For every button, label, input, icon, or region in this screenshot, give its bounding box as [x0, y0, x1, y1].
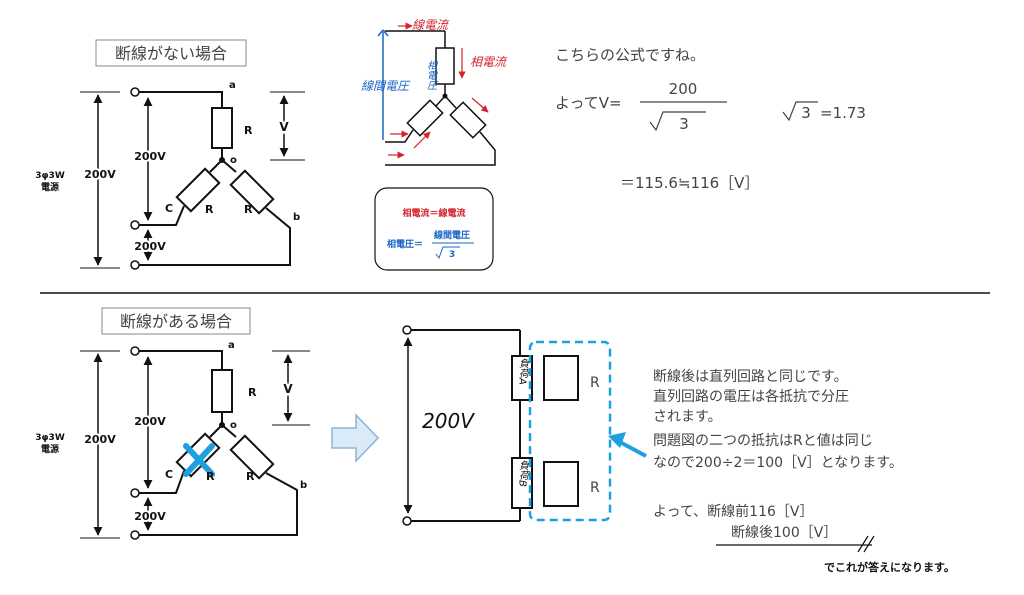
formula-sqrt-sign: [649, 111, 706, 132]
bottom-node-a: a: [228, 340, 235, 351]
top-node-a: a: [229, 80, 236, 91]
bottom-node-o: o: [230, 420, 237, 431]
bottom-v200-bot: 200V: [134, 510, 166, 523]
answer-line2: 断線後100［V］: [731, 525, 837, 541]
top-node-b: b: [293, 212, 300, 223]
bottom-source-label-2: 電源: [41, 443, 59, 455]
series-r1: R: [590, 375, 600, 391]
top-resistor-c: [175, 167, 221, 213]
top-label-r-right: R: [244, 203, 253, 216]
formula-result: ＝115.6≒116［V］: [620, 174, 759, 192]
expl-line5: なので200÷2＝100［V］となります。: [653, 455, 903, 471]
top-source-label-2: 電源: [41, 181, 59, 193]
bottom-title-box: [101, 307, 251, 335]
sketch-line-current: 線電流: [412, 18, 450, 32]
sketch-box-eq2-den: 3: [449, 250, 455, 260]
formula-line1: こちらの公式ですね。: [555, 46, 705, 64]
sketch-box-eq2-num: 線間電圧: [434, 229, 470, 241]
formula-den: 3: [679, 115, 689, 133]
sketch-formula-box: [374, 187, 494, 271]
bottom-label-v: V: [283, 382, 293, 396]
bottom-circuit: 断線がある場合 3φ3W 電源 200V 200V 200V: [35, 307, 310, 540]
load-b-label: 負荷B: [517, 460, 529, 487]
bottom-label-r-top: R: [248, 386, 257, 399]
answer-line1: よって、断線前116［V］: [653, 503, 813, 520]
formula-sqrt-den: 3: [801, 104, 811, 122]
bottom-v200-mid: 200V: [134, 415, 166, 428]
top-v200-mid: 200V: [134, 150, 166, 163]
bottom-source-label-1: 3φ3W: [35, 433, 65, 443]
top-circuit: 断線がない場合 3φ3W 電源 200V 200V 200V: [35, 39, 305, 270]
top-label-v: V: [279, 120, 289, 134]
series-circuit-voltage: 200V: [422, 409, 475, 433]
formula-sqrt-val: =1.73: [820, 104, 866, 122]
explanation-block: 断線後は直列回路と同じです。 直列回路の電圧は各抵抗で分圧 されます。 問題図の…: [653, 368, 955, 574]
top-label-r-left: R: [205, 203, 214, 216]
load-b-resistor: [511, 457, 533, 509]
equivalent-highlight-box: [528, 340, 612, 522]
bottom-label-r-left: R: [206, 470, 215, 483]
top-label-c: C: [165, 202, 173, 215]
expl-line4: 問題図の二つの抵抗はRと値は同じ: [653, 433, 873, 449]
top-terminal-b: [130, 260, 140, 270]
bottom-node-b: b: [300, 480, 307, 491]
sketch-line-voltage: 線間電圧: [361, 79, 411, 93]
top-v200-bot: 200V: [134, 240, 166, 253]
formula-block: こちらの公式ですね。 よってV= 200 3 3 =1.73 ＝115.6≒11…: [555, 46, 866, 192]
bottom-title: 断線がある場合: [120, 312, 232, 331]
sketch-phase-current: 相電流: [470, 55, 508, 69]
load-a-resistor: [511, 355, 533, 401]
top-resistor-a: [211, 107, 233, 149]
formula-prefix: よってV=: [555, 94, 622, 112]
bottom-v200-left: 200V: [84, 433, 116, 446]
expl-line1: 断線後は直列回路と同じです。: [653, 368, 848, 385]
top-terminal-a: [130, 87, 140, 97]
top-title: 断線がない場合: [115, 44, 227, 63]
bottom-label-c: C: [165, 468, 173, 481]
top-title-box: [95, 39, 247, 67]
sketch-box-eq1: 相電流＝線電流: [402, 207, 465, 219]
top-v200-left: 200V: [84, 168, 116, 181]
transition-arrow-icon: [331, 413, 380, 463]
sketch-phase-voltage: 相電圧: [425, 60, 437, 90]
answer-line3: でこれが答えになります。: [824, 560, 955, 574]
sketch-box-eq2-left: 相電圧＝: [387, 238, 423, 250]
top-source-label-1: 3φ3W: [35, 171, 65, 181]
sketch-diagram: 線間電圧 線電流 相電圧 相電流 相電流＝線電流 相電圧＝ 線間電圧 3: [361, 18, 508, 271]
series-circuit: 200V 負荷A 負荷B R R: [402, 325, 647, 526]
top-label-r-top: R: [244, 124, 253, 137]
top-terminal-c: [130, 220, 140, 230]
expl-line2: 直列回路の電圧は各抵抗で分圧: [653, 388, 849, 405]
top-resistor-b: [229, 169, 275, 215]
bottom-label-r-right: R: [246, 470, 255, 483]
top-node-o: o: [230, 155, 237, 166]
broken-line-x-icon: [183, 443, 215, 477]
load-a-label: 負荷A: [517, 358, 529, 385]
expl-line3: されます。: [653, 409, 722, 425]
formula-numerator: 200: [669, 80, 698, 98]
series-r2: R: [590, 480, 600, 496]
